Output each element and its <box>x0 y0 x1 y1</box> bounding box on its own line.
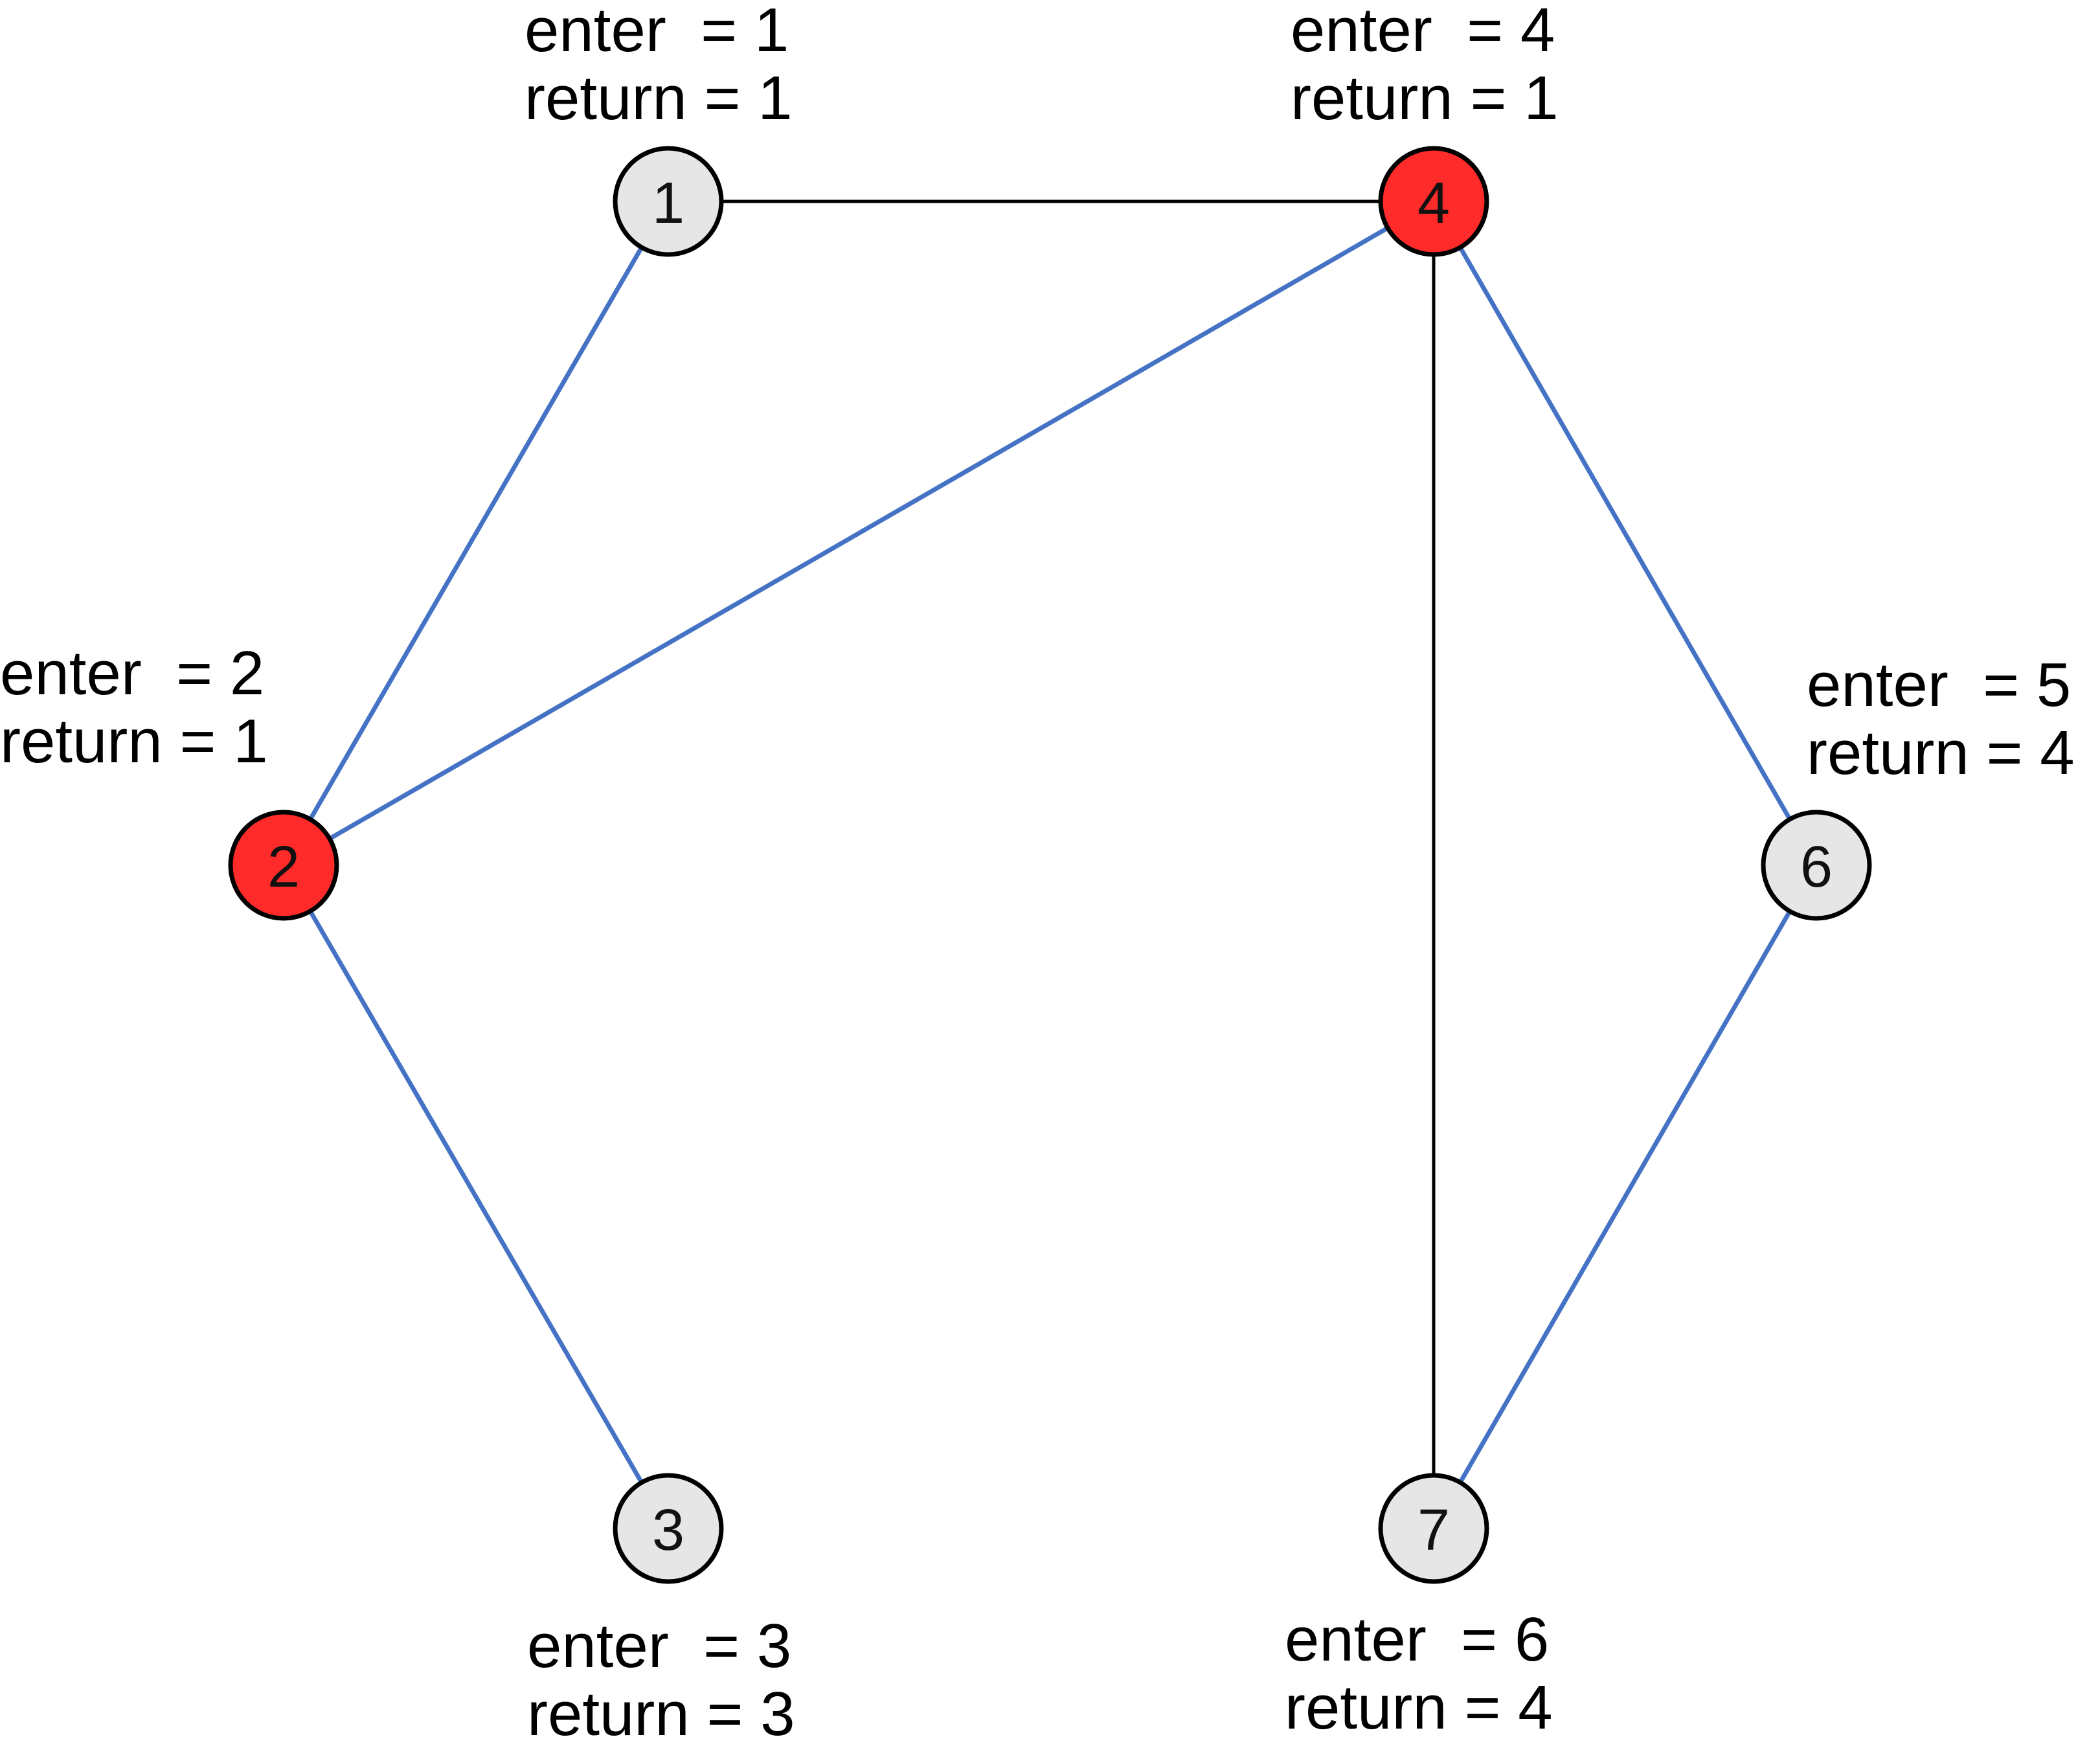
node-label-3: 3 <box>652 1498 684 1563</box>
node-circle-4 <box>1378 146 1489 257</box>
node-7: 7 <box>1378 1473 1489 1584</box>
node-3: 3 <box>613 1473 724 1584</box>
node-7-return-text: return = 4 <box>1285 1673 1553 1737</box>
edge-6-7 <box>1431 864 1819 1530</box>
node-6-return-text: return = 4 <box>1807 718 2075 788</box>
node-1-enter-text: enter = 1 <box>525 0 789 65</box>
node-1-return-text: return = 1 <box>525 63 793 133</box>
edge-4-6 <box>1431 200 1819 867</box>
node-label-2: 2 <box>267 835 300 900</box>
node-6-enter-text: enter = 5 <box>1807 650 2071 720</box>
node-label-7: 7 <box>1417 1498 1450 1563</box>
node-label-6: 6 <box>1800 835 1833 900</box>
node-circle-1 <box>613 146 724 257</box>
edge-2-3 <box>281 864 671 1530</box>
node-label-1: 1 <box>652 171 684 236</box>
node-3-return-text: return = 3 <box>527 1679 795 1737</box>
edge-1-2 <box>281 200 671 867</box>
node-2-enter-text: enter = 2 <box>0 639 264 708</box>
node-4: 4 <box>1378 146 1489 257</box>
node-4-enter-text: enter = 4 <box>1291 0 1555 65</box>
node-circle-2 <box>228 810 339 921</box>
edge-2-4 <box>282 199 1435 868</box>
node-6: 6 <box>1761 810 1872 921</box>
edges-layer <box>281 199 1819 1530</box>
node-3-enter-text: enter = 3 <box>527 1611 791 1681</box>
node-circle-6 <box>1761 810 1872 921</box>
node-circle-7 <box>1378 1473 1489 1584</box>
node-2-return-text: return = 1 <box>0 707 268 776</box>
nodes-layer: 1 2 3 4 6 7 <box>228 146 1872 1584</box>
node-label-4: 4 <box>1417 171 1450 236</box>
node-circle-3 <box>613 1473 724 1584</box>
node-4-return-text: return = 1 <box>1291 63 1559 133</box>
node-7-enter-text: enter = 6 <box>1285 1605 1549 1674</box>
node-2: 2 <box>228 810 339 921</box>
node-1: 1 <box>613 146 724 257</box>
